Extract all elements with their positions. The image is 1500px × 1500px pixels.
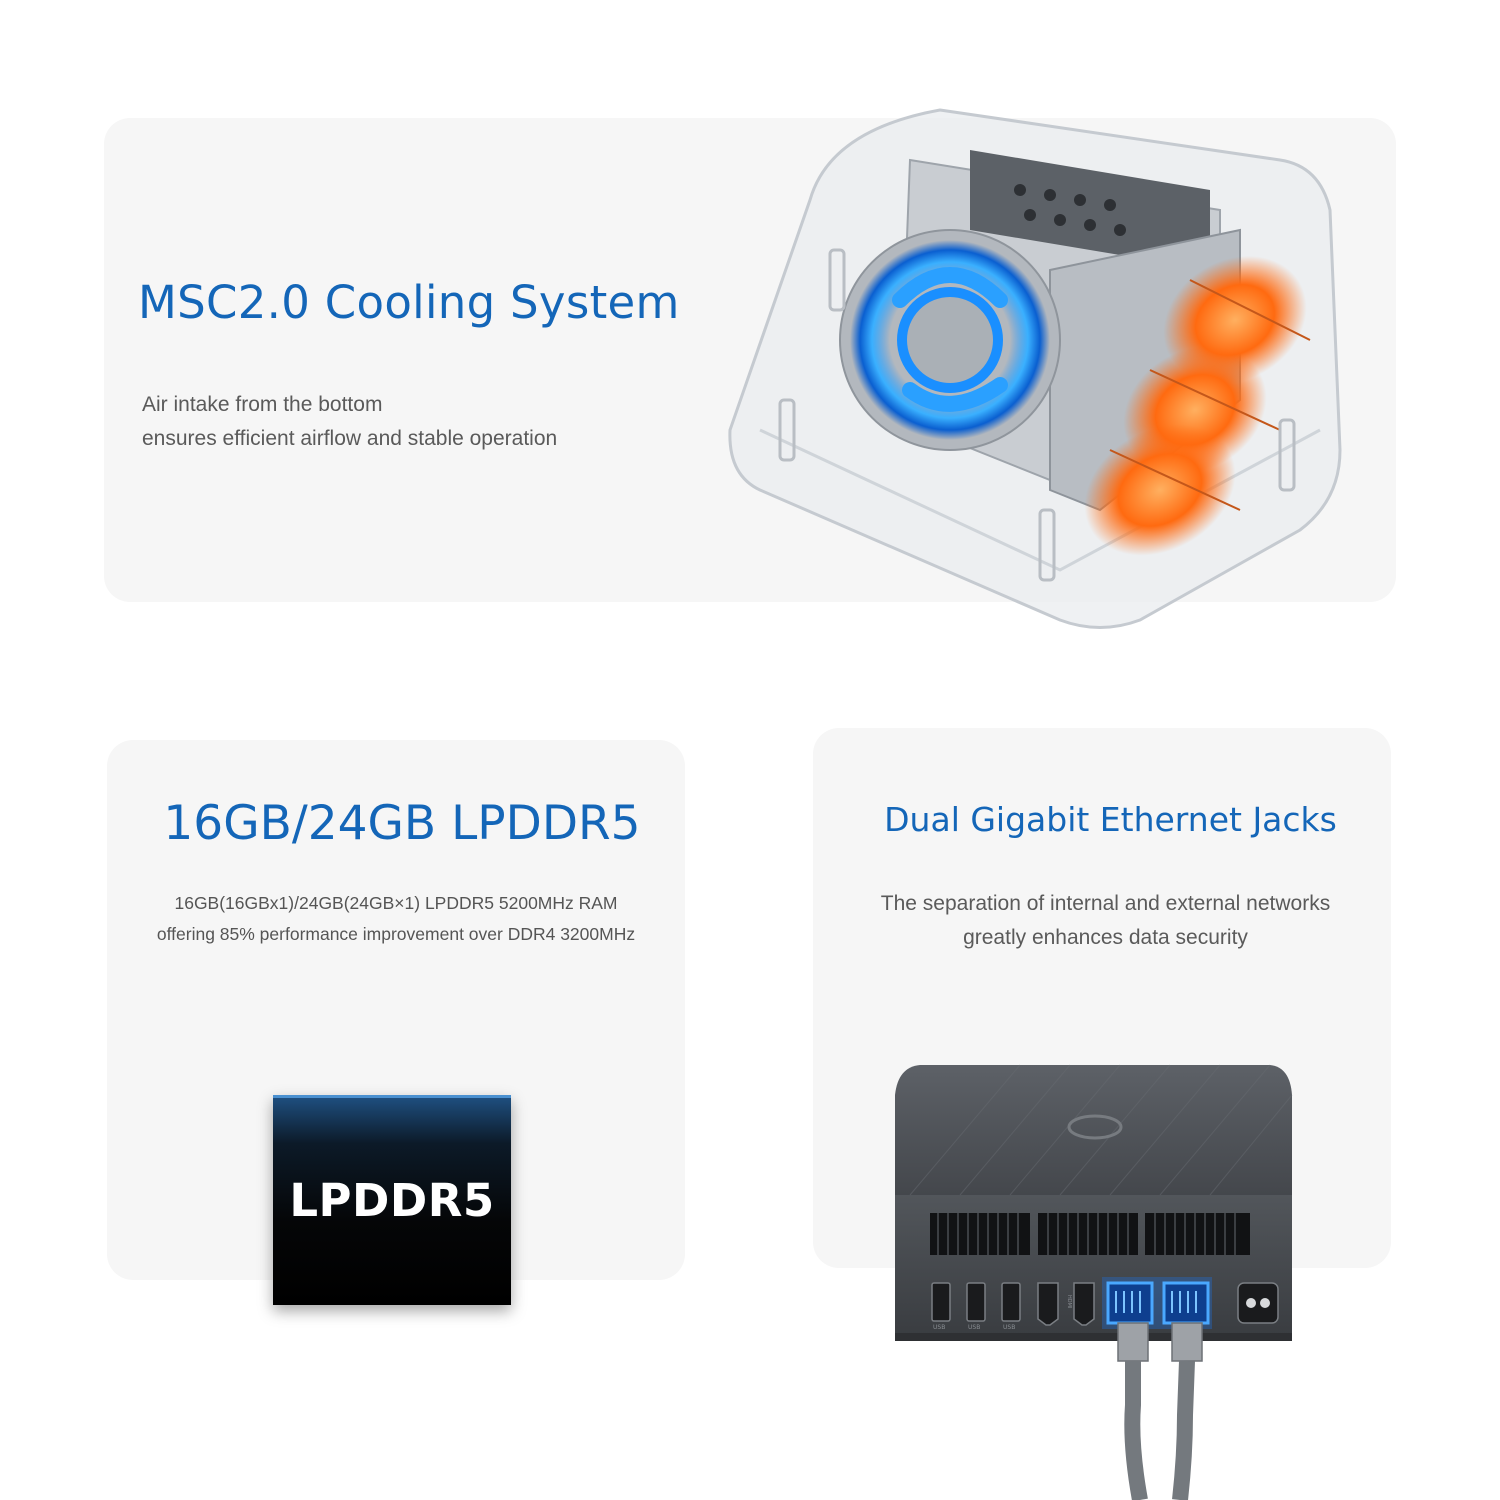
mini-pc-ports-illustration: USB USB USB HDMI <box>895 1064 1293 1500</box>
usb-port-label-2: USB <box>968 1324 980 1331</box>
ram-desc-line-1: 16GB(16GBx1)/24GB(24GB×1) LPDDR5 5200MHz… <box>174 893 618 913</box>
chip-label: LPDDR5 <box>289 1174 495 1227</box>
ram-desc-line-2: offering 85% performance improvement ove… <box>156 924 636 944</box>
cooling-desc-line-1: Air intake from the bottom <box>142 393 383 416</box>
usb-port-label-3: USB <box>1003 1324 1015 1331</box>
cooling-description: Air intake from the bottom ensures effic… <box>142 388 557 456</box>
cooling-system-illustration <box>728 108 1342 629</box>
ethernet-desc-line-1: The separation of internal and external … <box>880 892 1331 915</box>
ethernet-description: The separation of internal and external … <box>813 887 1398 955</box>
usb-port-label-1: USB <box>933 1324 945 1331</box>
ram-description: 16GB(16GBx1)/24GB(24GB×1) LPDDR5 5200MHz… <box>107 888 685 950</box>
ram-title: 16GB/24GB LPDDR5 <box>163 796 641 851</box>
cooling-title: MSC2.0 Cooling System <box>138 276 680 329</box>
cooling-desc-line-2: ensures efficient airflow and stable ope… <box>142 427 558 450</box>
lpddr5-chip-graphic: LPDDR5 <box>273 1095 511 1305</box>
hdmi-port-label: HDMI <box>1066 1295 1072 1308</box>
ethernet-title: Dual Gigabit Ethernet Jacks <box>884 800 1337 839</box>
ethernet-desc-line-2: greatly enhances data security <box>963 926 1248 949</box>
